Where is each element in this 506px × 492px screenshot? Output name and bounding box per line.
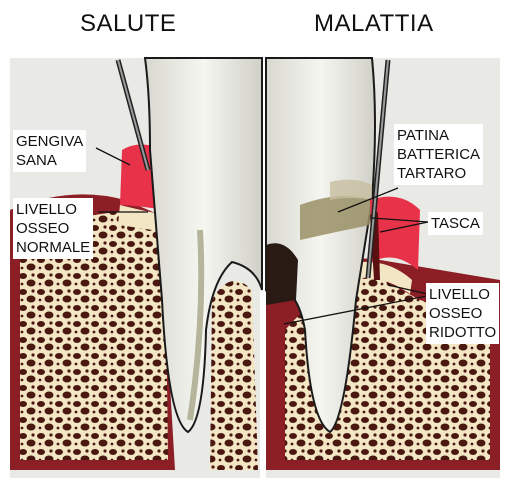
label-line: PATINA: [397, 126, 480, 145]
label-tasca: TASCA: [428, 212, 483, 235]
label-line: LIVELLO: [429, 285, 496, 304]
heading-malattia: MALATTIA: [314, 10, 434, 38]
label-line: OSSEO: [429, 304, 496, 323]
label-line: GENGIVA: [16, 132, 83, 151]
label-livello-osseo-normale: LIVELLO OSSEO NORMALE: [13, 198, 93, 259]
right-plaque: [330, 180, 372, 200]
label-line: RIDOTTO: [429, 323, 496, 342]
label-line: TARTARO: [397, 164, 480, 183]
label-line: NORMALE: [16, 238, 90, 257]
heading-salute: SALUTE: [80, 10, 176, 38]
label-livello-osseo-ridotto: LIVELLO OSSEO RIDOTTO: [426, 283, 499, 344]
label-line: SANA: [16, 151, 83, 170]
label-patina-batterica-tartaro: PATINA BATTERICA TARTARO: [394, 124, 483, 185]
label-line: OSSEO: [16, 219, 90, 238]
label-line: BATTERICA: [397, 145, 480, 164]
label-line: TASCA: [431, 214, 480, 233]
left-interroot-bone: [210, 281, 258, 470]
label-line: LIVELLO: [16, 200, 90, 219]
label-gengiva-sana: GENGIVA SANA: [13, 130, 86, 172]
